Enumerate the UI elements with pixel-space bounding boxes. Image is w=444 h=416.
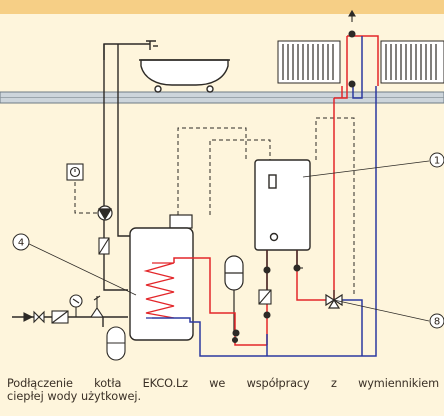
caption-line-2: ciepłej wody użytkowej. [7, 390, 142, 403]
radiator-right-icon [380, 40, 444, 84]
hot-supply-pipes [173, 35, 379, 346]
expansion-vessel-icon [224, 255, 244, 333]
check-valve-icon [98, 237, 110, 255]
thermostat-icon [66, 163, 84, 181]
callout-8: 8 [429, 313, 444, 329]
callout-4: 4 [12, 233, 30, 251]
electric-boiler [254, 159, 311, 251]
callout-leaders [24, 160, 430, 322]
circulation-pump-icon [97, 205, 113, 221]
safety-group-icons [23, 294, 126, 361]
heating-schematic: 1 4 8 [0, 9, 444, 361]
svg-text:1: 1 [434, 156, 440, 167]
svg-text:8: 8 [434, 317, 440, 328]
callout-1: 1 [429, 152, 444, 168]
svg-text:4: 4 [18, 238, 24, 249]
figure-caption: Podłączenie kotła EKCO.Lz we współpracy … [7, 377, 439, 403]
bathtub-icon [139, 40, 230, 93]
caption-line-1: Podłączenie kotła EKCO.Lz we współpracy … [7, 377, 439, 390]
control-wiring [74, 117, 355, 296]
floor-slab [0, 91, 444, 104]
hot-water-cylinder [129, 214, 194, 341]
boiler-fittings [231, 9, 356, 344]
return-pipes [152, 36, 377, 357]
radiator-left-icon [277, 40, 341, 84]
top-band [0, 0, 444, 14]
mixing-valve-icon [325, 290, 343, 309]
